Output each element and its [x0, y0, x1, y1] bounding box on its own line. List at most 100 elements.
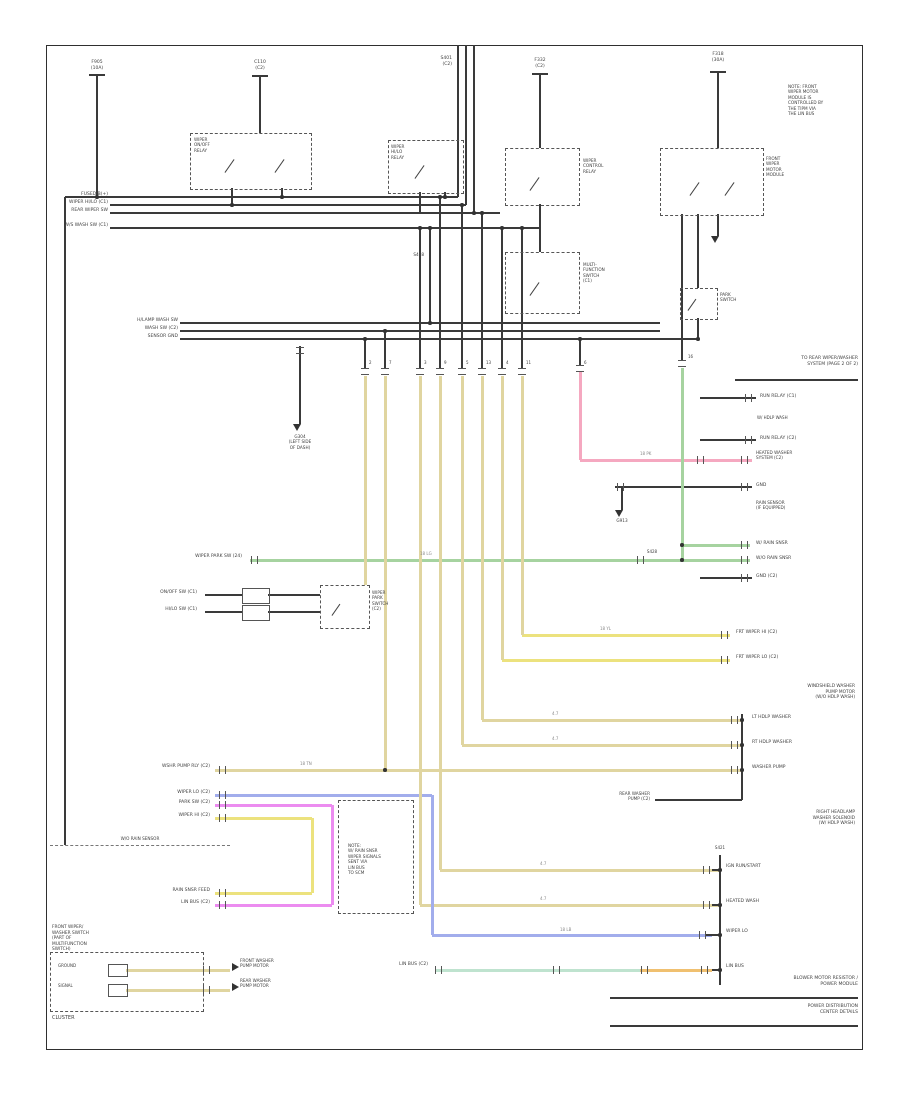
- wire-v-k: [457, 45, 459, 197]
- junction-dot: [696, 337, 700, 341]
- wire-v-k: [539, 74, 541, 148]
- label: ON/OFF SW (C1): [160, 590, 197, 595]
- wire-h-k: [180, 338, 698, 340]
- label: LT HDLP WASHER: [752, 715, 792, 720]
- connector-symbol: [518, 368, 526, 375]
- wire-h-k: [735, 379, 858, 381]
- junction-dot: [443, 195, 447, 199]
- label: 4: [506, 360, 509, 365]
- label: WINDSHIELD WASHER PUMP MOTOR (W/O HDLP W…: [807, 684, 855, 701]
- wire-v-tn: [363, 376, 367, 585]
- wire-h-k: [712, 969, 720, 971]
- wire-h-pk: [580, 458, 752, 462]
- connector-symbol: [219, 889, 226, 897]
- label: 13: [486, 360, 492, 365]
- label: LIN BUS: [726, 964, 744, 969]
- label: W/S WASH SW (C1): [64, 223, 108, 228]
- connector-symbol: [741, 556, 748, 564]
- wire-v-k: [697, 214, 699, 288]
- wire-v-k: [501, 228, 503, 368]
- wire-v-k: [444, 192, 446, 197]
- connector-symbol: [203, 986, 210, 994]
- label: GND: [756, 483, 767, 488]
- connector-symbol: [219, 791, 226, 799]
- crosslink-reference[interactable]: TO REAR WIPER/WASHER SYSTEM (PAGE 2 OF 2…: [801, 356, 858, 367]
- label: F318 (30A): [711, 52, 725, 63]
- connector-symbol: [458, 368, 466, 375]
- label: S408: [413, 252, 424, 257]
- label: 18 TN: [300, 761, 312, 766]
- connector-symbol: [617, 483, 624, 491]
- label: HI/LO SW (C1): [165, 607, 197, 612]
- label: 16: [688, 354, 694, 359]
- label: REAR WASHER PUMP MOTOR: [240, 978, 271, 989]
- label: FUSED B(+): [81, 192, 108, 197]
- wire-h-k: [252, 75, 268, 77]
- label: W/O RAIN SENSOR: [120, 836, 160, 841]
- crosslink-reference[interactable]: POWER DISTRIBUTION CENTER DETAILS: [807, 1004, 858, 1015]
- label: WIPER HI (C2): [178, 813, 210, 818]
- wire-h-tn: [126, 968, 230, 972]
- label: WASH SW (C2): [144, 326, 178, 331]
- label: RIGHT HEADLAMP WASHER SOLENOID (W/ HDLP …: [812, 810, 855, 827]
- wire-v-k: [697, 318, 699, 339]
- label: S428: [646, 549, 658, 554]
- connector-symbol: [697, 456, 704, 464]
- junction-dot: [500, 226, 504, 230]
- label: SIGNAL: [58, 983, 73, 988]
- wire-h-k: [655, 799, 742, 801]
- wire-h-mg: [215, 903, 332, 907]
- wiper-motor-module-box: [660, 148, 764, 216]
- label: RUN RELAY (C1): [760, 394, 797, 399]
- connector-symbol: [731, 766, 738, 774]
- wire-v-yl: [310, 818, 314, 893]
- connector-symbol: [703, 866, 710, 874]
- wire-h-k: [712, 869, 720, 871]
- junction-dot: [740, 718, 744, 722]
- arrow-down-icon: [293, 424, 301, 431]
- wire-h-k: [110, 227, 540, 229]
- wire-h-yl: [215, 891, 312, 895]
- label: PARK SWITCH: [720, 292, 737, 303]
- connector-block: [242, 588, 270, 604]
- label: WIPER ON/OFF RELAY: [194, 137, 210, 153]
- wire-h-k: [532, 73, 548, 75]
- label: WIPER PARK SW (24): [195, 554, 242, 559]
- wire-h-k: [268, 611, 320, 613]
- wire-h-k: [700, 397, 756, 399]
- wire-v-k: [439, 197, 441, 368]
- junction-dot: [383, 329, 387, 333]
- junction-dot: [680, 543, 684, 547]
- label: FRT WIPER LO (C2): [736, 655, 779, 660]
- wire-h-yl: [215, 816, 312, 820]
- label: RT HDLP WASHER: [752, 740, 792, 745]
- wire-v-bl: [430, 795, 434, 935]
- wire-v-k: [579, 339, 581, 366]
- connector-symbol: [416, 368, 424, 375]
- connector-symbol: [361, 368, 369, 375]
- wire-v-tn: [460, 376, 464, 745]
- label: W/ HDLP WASH: [757, 415, 788, 420]
- label: F332 (C2): [534, 58, 546, 69]
- wire-h-gn: [250, 558, 750, 562]
- label: 9: [444, 360, 447, 365]
- connector-symbol: [699, 931, 706, 939]
- wire-v-tn: [480, 376, 484, 720]
- label: LIN BUS (C2): [399, 962, 428, 967]
- connector-symbol: [741, 574, 748, 582]
- crosslink-reference[interactable]: BLOWER MOTOR RESISTOR / POWER MODULE: [793, 976, 858, 987]
- steering-column-module-box: [338, 800, 414, 914]
- connector-symbol: [219, 901, 226, 909]
- connector-symbol: [435, 966, 442, 974]
- cluster-box: [50, 952, 204, 1012]
- wire-h-k: [110, 204, 466, 206]
- wire-h-or: [640, 968, 712, 972]
- wiper-hi-lo-relay-box: [388, 140, 464, 194]
- label: 5: [466, 360, 469, 365]
- diagram-frame: [46, 45, 863, 1050]
- connector-symbol: [203, 966, 210, 974]
- wire-v-tn: [383, 376, 387, 770]
- label: W/ RAIN SNSR: [756, 541, 788, 546]
- junction-dot: [740, 768, 744, 772]
